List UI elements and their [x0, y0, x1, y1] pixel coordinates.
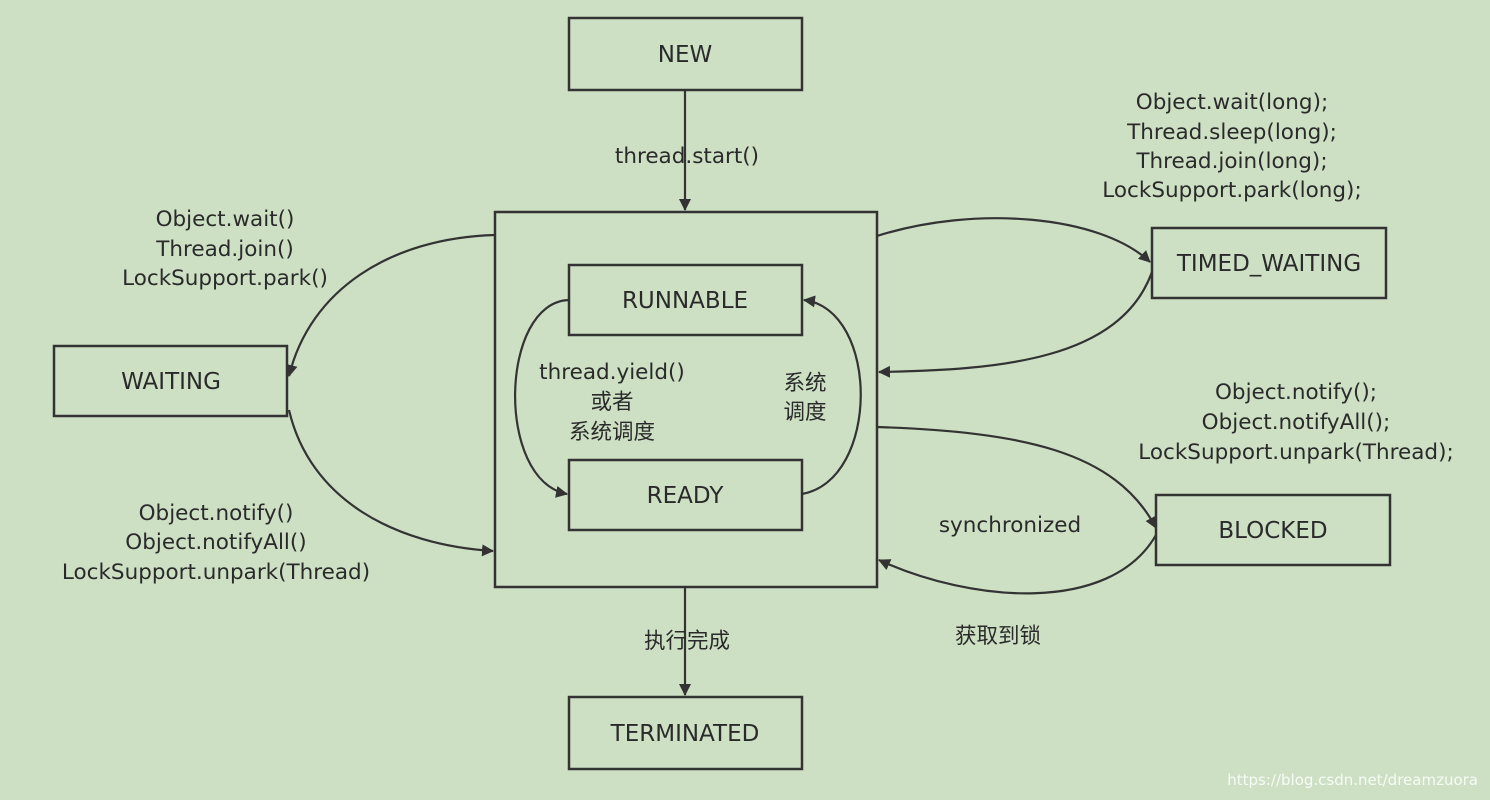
state-ready: READY [567, 458, 804, 532]
svg-text:Thread.sleep(long);: Thread.sleep(long); [1126, 120, 1337, 145]
edge-ready-to-runnable [801, 295, 862, 496]
svg-text:Object.notifyAll(): Object.notifyAll() [125, 530, 306, 555]
svg-text:或者: 或者 [590, 390, 633, 415]
state-terminated: TERMINATED [567, 695, 804, 771]
svg-text:系统调度: 系统调度 [569, 420, 655, 445]
label-thread-start: thread.start() [615, 144, 759, 169]
label-finished: 执行完成 [644, 629, 730, 654]
svg-text:thread.yield(): thread.yield() [539, 360, 685, 385]
svg-text:LockSupport.unpark(Thread);: LockSupport.unpark(Thread); [1138, 440, 1453, 465]
state-blocked-label: BLOCKED [1218, 518, 1327, 544]
label-synchronized: synchronized [939, 513, 1081, 538]
state-runnable: RUNNABLE [567, 263, 804, 337]
label-to-timed-waiting: Object.wait(long); Thread.sleep(long); T… [1102, 90, 1361, 203]
edge-runnable-to-ready [514, 298, 570, 498]
state-new: NEW [567, 16, 804, 92]
svg-text:调度: 调度 [783, 400, 826, 425]
edge-from-waiting [287, 409, 494, 557]
state-timed-waiting: TIMED_WAITING [1150, 226, 1388, 300]
svg-text:Thread.join(): Thread.join() [155, 237, 294, 262]
state-runnable-label: RUNNABLE [622, 288, 748, 314]
edge-from-timed-waiting [878, 271, 1154, 378]
watermark: https://blog.csdn.net/dreamzuora [1227, 771, 1478, 789]
svg-text:Object.notifyAll();: Object.notifyAll(); [1202, 410, 1391, 435]
label-to-waiting: Object.wait() Thread.join() LockSupport.… [122, 207, 328, 291]
svg-text:Object.wait(): Object.wait() [156, 207, 295, 232]
svg-text:Object.notify(): Object.notify() [139, 501, 294, 526]
svg-text:系统: 系统 [783, 371, 826, 396]
svg-text:Object.wait(long);: Object.wait(long); [1136, 90, 1328, 115]
edge-to-waiting [285, 233, 496, 377]
svg-text:LockSupport.park(long);: LockSupport.park(long); [1102, 178, 1361, 203]
edge-from-blocked [878, 534, 1157, 595]
label-schedule: 系统 调度 [783, 371, 826, 425]
state-new-label: NEW [658, 42, 712, 68]
label-acquire-lock: 获取到锁 [955, 624, 1041, 649]
label-from-waiting: Object.notify() Object.notifyAll() LockS… [62, 501, 370, 585]
state-terminated-label: TERMINATED [610, 721, 760, 747]
svg-text:LockSupport.park(): LockSupport.park() [122, 266, 328, 291]
state-waiting-label: WAITING [121, 369, 221, 395]
svg-text:LockSupport.unpark(Thread): LockSupport.unpark(Thread) [62, 560, 370, 585]
state-timed-waiting-label: TIMED_WAITING [1176, 251, 1361, 277]
label-to-blocked-notify: Object.notify(); Object.notifyAll(); Loc… [1138, 380, 1453, 465]
svg-text:Thread.join(long);: Thread.join(long); [1135, 149, 1327, 174]
edge-to-blocked [876, 425, 1157, 529]
label-yield: thread.yield() 或者 系统调度 [539, 360, 685, 445]
state-ready-label: READY [647, 483, 725, 509]
svg-text:Object.notify();: Object.notify(); [1215, 380, 1377, 405]
state-waiting: WAITING [52, 344, 289, 418]
state-blocked: BLOCKED [1154, 493, 1392, 567]
edge-to-timed-waiting [876, 217, 1151, 263]
